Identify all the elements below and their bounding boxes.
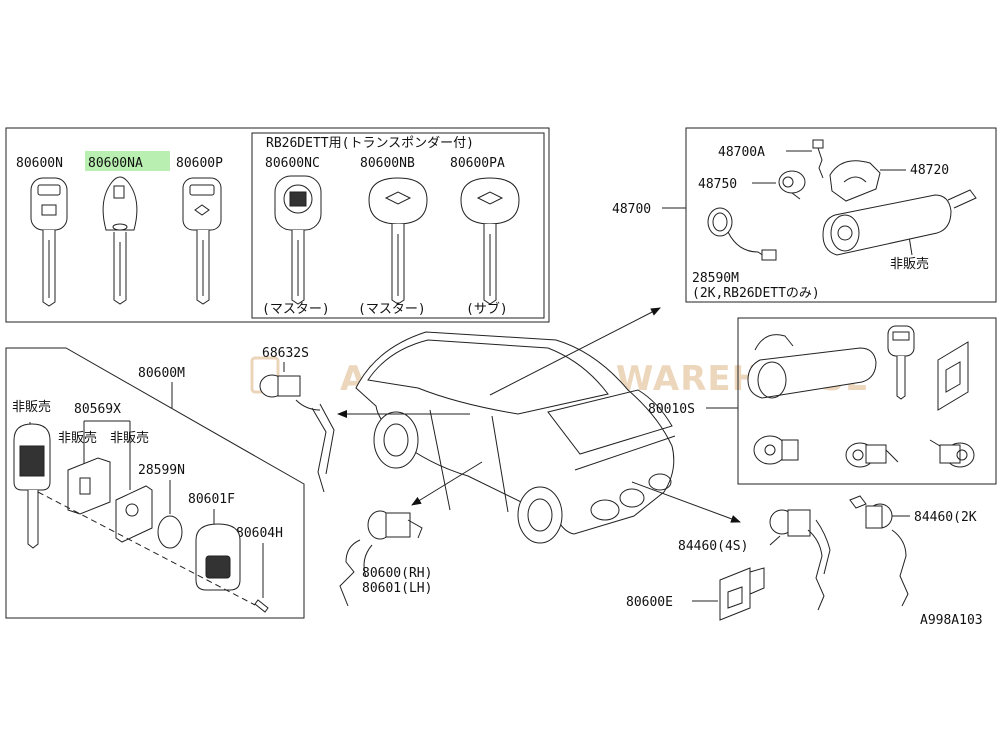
rb26-subbox-frame — [251, 132, 545, 319]
part-label-80601F[interactable]: 80601F — [188, 492, 235, 507]
part-label-80600NA[interactable]: 80600NA — [88, 156, 143, 171]
not-sold-label-1: 非販売 — [12, 399, 51, 415]
lockset-cylinder-3-icon — [929, 439, 975, 468]
lockset-bracket-icon — [937, 341, 969, 411]
part-label-48700[interactable]: 48700 — [612, 202, 651, 217]
part-label-80010S[interactable]: 80010S — [648, 402, 695, 417]
arrow-to-door-lock — [411, 461, 483, 506]
door-lock-cylinder-icon — [339, 510, 423, 607]
part-label-84460-4s[interactable]: 84460(4S) — [678, 539, 748, 554]
part-label-48750[interactable]: 48750 — [698, 177, 737, 192]
key-80600P-icon — [182, 177, 222, 305]
keys-box-frame — [5, 127, 550, 323]
lockset-key-icon — [887, 325, 915, 400]
ignition-box: 48700 48700A 48720 48750 28590M (2K,RB26… — [612, 127, 997, 303]
assembly-dashed-line — [37, 491, 256, 606]
part-label-80600P[interactable]: 80600P — [176, 156, 223, 171]
bracket: 80600E — [626, 567, 765, 621]
part-label-80604H[interactable]: 80604H — [236, 526, 283, 541]
remote-case-80601F-icon — [195, 523, 241, 591]
lockset-cylinder-1-icon — [753, 435, 799, 465]
ignition-box-frame — [685, 127, 997, 303]
switch-48750-icon — [778, 170, 806, 200]
part-label-80600N[interactable]: 80600N — [16, 156, 63, 171]
highlight-80600NA — [85, 151, 170, 171]
lockset-cylinder-2-icon — [845, 442, 899, 468]
note-2k-rb26: (2K,RB26DETTのみ) — [692, 286, 820, 301]
remote-box: 80600M 非販売 80569X 非販売 非販売 28599N 80601F … — [5, 347, 305, 619]
circuit-board-icon — [67, 457, 111, 515]
note-80600NB: (マスター) — [358, 302, 426, 317]
glove-lock: 68632S — [259, 346, 335, 493]
part-label-84460-2k[interactable]: 84460(2K — [914, 510, 977, 525]
part-label-80600NC[interactable]: 80600NC — [265, 156, 320, 171]
part-label-80569X[interactable]: 80569X — [74, 402, 121, 417]
lockset-box: 80010S — [648, 317, 997, 485]
key-80600PA-icon — [460, 177, 520, 305]
bracket-80600E-icon — [719, 567, 765, 621]
remote-box-frame — [5, 347, 305, 619]
ring-antenna-28590M-icon — [707, 207, 777, 261]
rb26-heading: RB26DETT用(トランスポンダー付) — [266, 136, 474, 151]
glove-lock-cylinder-icon — [259, 374, 335, 493]
lockset-box-frame — [737, 317, 997, 485]
lockset-ignition-icon — [747, 334, 877, 399]
arrow-to-trunk-lock — [631, 481, 741, 523]
keys-box: 80600N 80600NA 80600P RB26DETT用(トランス — [5, 127, 550, 323]
remote-key-icon — [13, 423, 51, 549]
button-pad-icon — [115, 485, 153, 543]
part-label-80600PA[interactable]: 80600PA — [450, 156, 505, 171]
key-80600NC-icon — [274, 175, 322, 305]
battery-28599N-icon — [157, 515, 183, 549]
part-label-68632S[interactable]: 68632S — [262, 346, 309, 361]
key-80600NB-icon — [368, 177, 428, 305]
part-label-80600NB[interactable]: 80600NB — [360, 156, 415, 171]
diagram-id: A998A103 — [920, 613, 983, 628]
arrow-to-ignition — [489, 307, 661, 396]
key-80600N-icon — [30, 177, 68, 307]
door-lock: 80600(RH) 80601(LH) — [339, 510, 432, 607]
trunk-lock: 84460(4S) 84460(2K — [678, 495, 977, 611]
key-80600NA-icon — [102, 176, 138, 305]
part-label-28590M[interactable]: 28590M — [692, 271, 739, 286]
cover-48720-icon — [829, 160, 881, 202]
not-sold-label-2: 非販売 — [58, 430, 97, 446]
part-label-48700A[interactable]: 48700A — [718, 145, 765, 160]
part-label-48720[interactable]: 48720 — [910, 163, 949, 178]
note-80600NC: (マスター) — [262, 302, 330, 317]
note-80600PA: (サブ) — [466, 301, 508, 317]
screw-80604H-icon — [254, 599, 269, 613]
part-label-door-rh[interactable]: 80600(RH) — [362, 566, 432, 581]
part-label-80600E[interactable]: 80600E — [626, 595, 673, 610]
trunk-lock-2k-icon — [849, 495, 909, 607]
part-label-80600M[interactable]: 80600M — [138, 366, 185, 381]
trunk-lock-4s-icon — [769, 509, 831, 611]
sensor-48700A-icon — [812, 139, 824, 179]
not-sold-label-ignition: 非販売 — [890, 256, 929, 272]
car-illustration-icon — [355, 331, 676, 544]
part-label-door-lh[interactable]: 80601(LH) — [362, 581, 432, 596]
ignition-lock-body-icon — [822, 189, 977, 256]
part-label-28599N[interactable]: 28599N — [138, 463, 185, 478]
